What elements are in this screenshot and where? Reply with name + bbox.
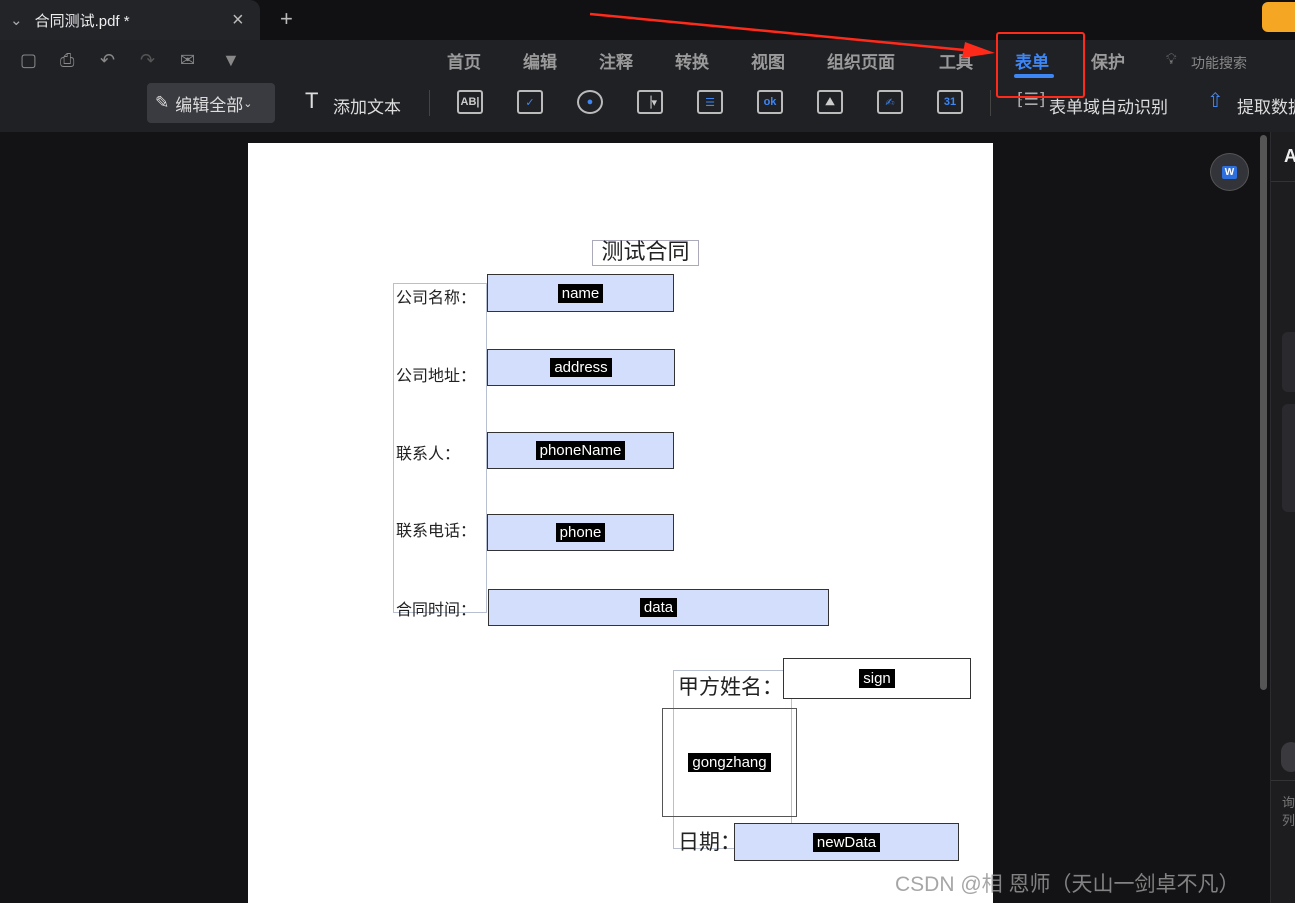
upload-icon: ⇧ — [1207, 90, 1224, 112]
nav-convert[interactable]: 转换 — [675, 53, 709, 72]
tab-title: 合同测试.pdf * — [34, 12, 130, 30]
lightbulb-icon: 💡︎ — [1166, 51, 1177, 68]
label-company-name: 公司名称： — [396, 288, 477, 307]
nav-edit[interactable]: 编辑 — [523, 53, 557, 72]
cart-button[interactable] — [1262, 2, 1295, 32]
document-tab[interactable]: ⌄ 合同测试.pdf * × — [0, 0, 260, 40]
sign-labels-box — [673, 670, 792, 849]
undo-icon[interactable]: ↶ — [100, 50, 116, 70]
field-name: phone — [555, 523, 606, 542]
image-icon[interactable]: ⛰ — [817, 90, 843, 114]
form-field-data[interactable]: data — [488, 589, 829, 626]
redo-icon[interactable]: ↷ — [140, 50, 156, 70]
field-name: name — [557, 283, 604, 303]
checkbox-icon[interactable]: ✓ — [517, 90, 543, 114]
label-party-a-name: 甲方姓名： — [678, 675, 783, 699]
input-hint-2: 列 — [1282, 813, 1295, 828]
edit-all-label: 编辑全部 — [175, 95, 244, 115]
nav-view[interactable]: 视图 — [751, 53, 785, 72]
divider — [1271, 181, 1295, 182]
combobox-icon[interactable]: ▕▾ — [637, 90, 663, 114]
nav-tools[interactable]: 工具 — [939, 53, 973, 72]
auto-detect-button[interactable]: 表单域自动识别 — [1049, 98, 1168, 117]
annotation-arrow — [589, 12, 1085, 98]
new-tab-button[interactable]: + — [280, 6, 293, 31]
form-field-phone[interactable]: phone — [487, 514, 674, 551]
nav-home[interactable]: 首页 — [447, 53, 481, 72]
chat-card — [1282, 332, 1295, 392]
text-tool-icon: T — [305, 88, 319, 113]
label-company-address: 公司地址： — [396, 366, 477, 385]
pencil-icon: ✎ — [155, 93, 170, 112]
form-field-stamp[interactable]: gongzhang — [662, 708, 797, 817]
nav-form[interactable]: 表单 — [1015, 53, 1049, 72]
field-name: data — [639, 598, 678, 617]
label-date: 日期： — [678, 830, 741, 854]
nav-protect[interactable]: 保护 — [1091, 53, 1125, 72]
doc-title: 测试合同 — [592, 240, 699, 266]
auto-detect-icon: ⁅☰⁆ — [1017, 90, 1046, 109]
chat-card — [1282, 404, 1295, 512]
label-phone: 联系电话： — [396, 521, 477, 540]
form-field-sign[interactable]: sign — [783, 658, 971, 699]
label-contract-date: 合同时间： — [396, 600, 477, 619]
tab-list-icon[interactable]: ⌄ — [10, 12, 23, 29]
field-name: address — [550, 358, 612, 377]
field-name: sign — [859, 669, 895, 688]
feature-search[interactable]: 功能搜索 — [1191, 55, 1247, 71]
save-icon[interactable]: ▢ — [20, 50, 38, 70]
field-name: phoneName — [535, 441, 626, 460]
vertical-scrollbar[interactable] — [1260, 135, 1267, 690]
extract-data-button[interactable]: 提取数据 — [1237, 98, 1295, 117]
word-icon: W — [1221, 165, 1238, 179]
form-field-name[interactable]: name — [487, 274, 674, 312]
more-dropdown-icon[interactable]: ▼ — [222, 50, 240, 70]
input-hint-1: 询 — [1282, 795, 1295, 810]
form-field-address[interactable]: address — [487, 349, 675, 386]
to-word-button[interactable]: W — [1210, 153, 1249, 191]
edit-all-button[interactable]: ✎ 编辑全部 ⌄ — [147, 83, 275, 123]
divider — [990, 90, 991, 116]
form-field-phonename[interactable]: phoneName — [487, 432, 674, 469]
listbox-icon[interactable]: ☰ — [697, 90, 723, 114]
mail-icon[interactable]: ✉ — [180, 50, 196, 70]
field-name: newData — [812, 832, 881, 852]
watermark: CSDN @相 恩师（天山一剑卓不凡） — [895, 873, 1240, 896]
close-tab-icon[interactable]: × — [232, 8, 244, 31]
ai-side-panel: A 询 列 — [1270, 132, 1295, 903]
labels-box — [393, 283, 487, 613]
radio-icon[interactable]: ● — [577, 90, 603, 114]
chevron-down-icon: ⌄ — [243, 97, 253, 110]
nav-annotate[interactable]: 注释 — [599, 53, 633, 72]
form-field-newdata[interactable]: newData — [734, 823, 959, 861]
text-field-icon[interactable]: AB| — [457, 90, 483, 114]
print-icon[interactable]: ⎙ — [60, 50, 75, 70]
button-icon[interactable]: ok — [757, 90, 783, 114]
divider — [1271, 780, 1295, 781]
label-contact: 联系人： — [396, 444, 461, 463]
date-icon[interactable]: 31 — [937, 90, 963, 114]
suggestion-button[interactable] — [1281, 742, 1295, 772]
nav-organize[interactable]: 组织页面 — [827, 53, 895, 72]
add-text-button[interactable]: 添加文本 — [333, 98, 401, 117]
field-name: gongzhang — [688, 753, 771, 772]
active-tab-underline — [1014, 74, 1054, 78]
panel-title: A — [1284, 146, 1295, 166]
signature-icon[interactable]: ✍ — [877, 90, 903, 114]
tab-bar: ⌄ 合同测试.pdf * × + — [0, 0, 1295, 40]
divider — [429, 90, 430, 116]
